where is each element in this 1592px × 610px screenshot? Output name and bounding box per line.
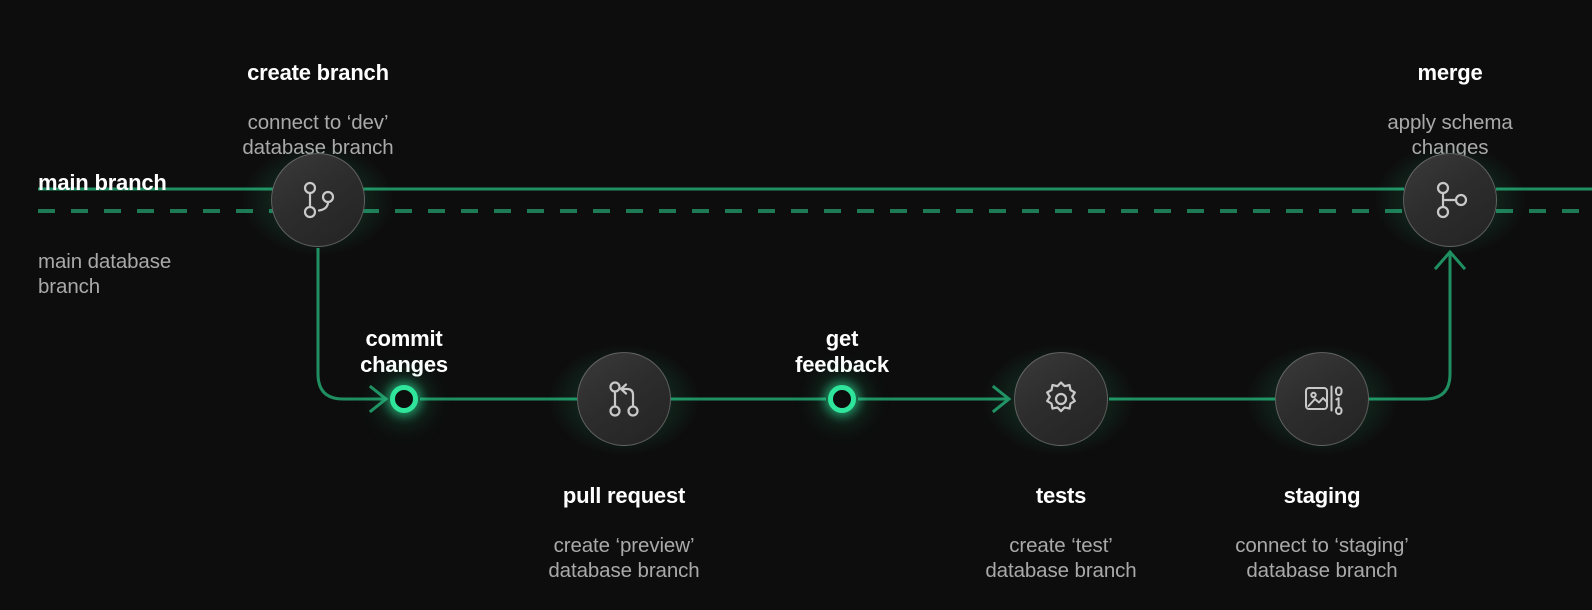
- image-binary-icon: [1298, 375, 1346, 423]
- node-commit-changes[interactable]: [390, 385, 418, 413]
- node-pull-request[interactable]: [577, 352, 671, 446]
- node-staging[interactable]: [1275, 352, 1369, 446]
- staging-to-merge-arrowhead: [1433, 249, 1467, 271]
- git-branch-icon: [295, 177, 341, 223]
- feedback-to-tests-arrowhead: [991, 384, 1012, 414]
- gear-icon: [1038, 376, 1084, 422]
- git-merge-icon: [1427, 177, 1473, 223]
- node-create-branch[interactable]: [271, 153, 365, 247]
- staging-to-merge-connector: [1369, 252, 1452, 401]
- git-pull-request-icon: [601, 376, 647, 422]
- node-merge[interactable]: [1403, 153, 1497, 247]
- branch-drop-connector: [316, 248, 386, 401]
- node-tests[interactable]: [1014, 352, 1108, 446]
- node-get-feedback[interactable]: [828, 385, 856, 413]
- branch-drop-arrowhead: [368, 384, 389, 414]
